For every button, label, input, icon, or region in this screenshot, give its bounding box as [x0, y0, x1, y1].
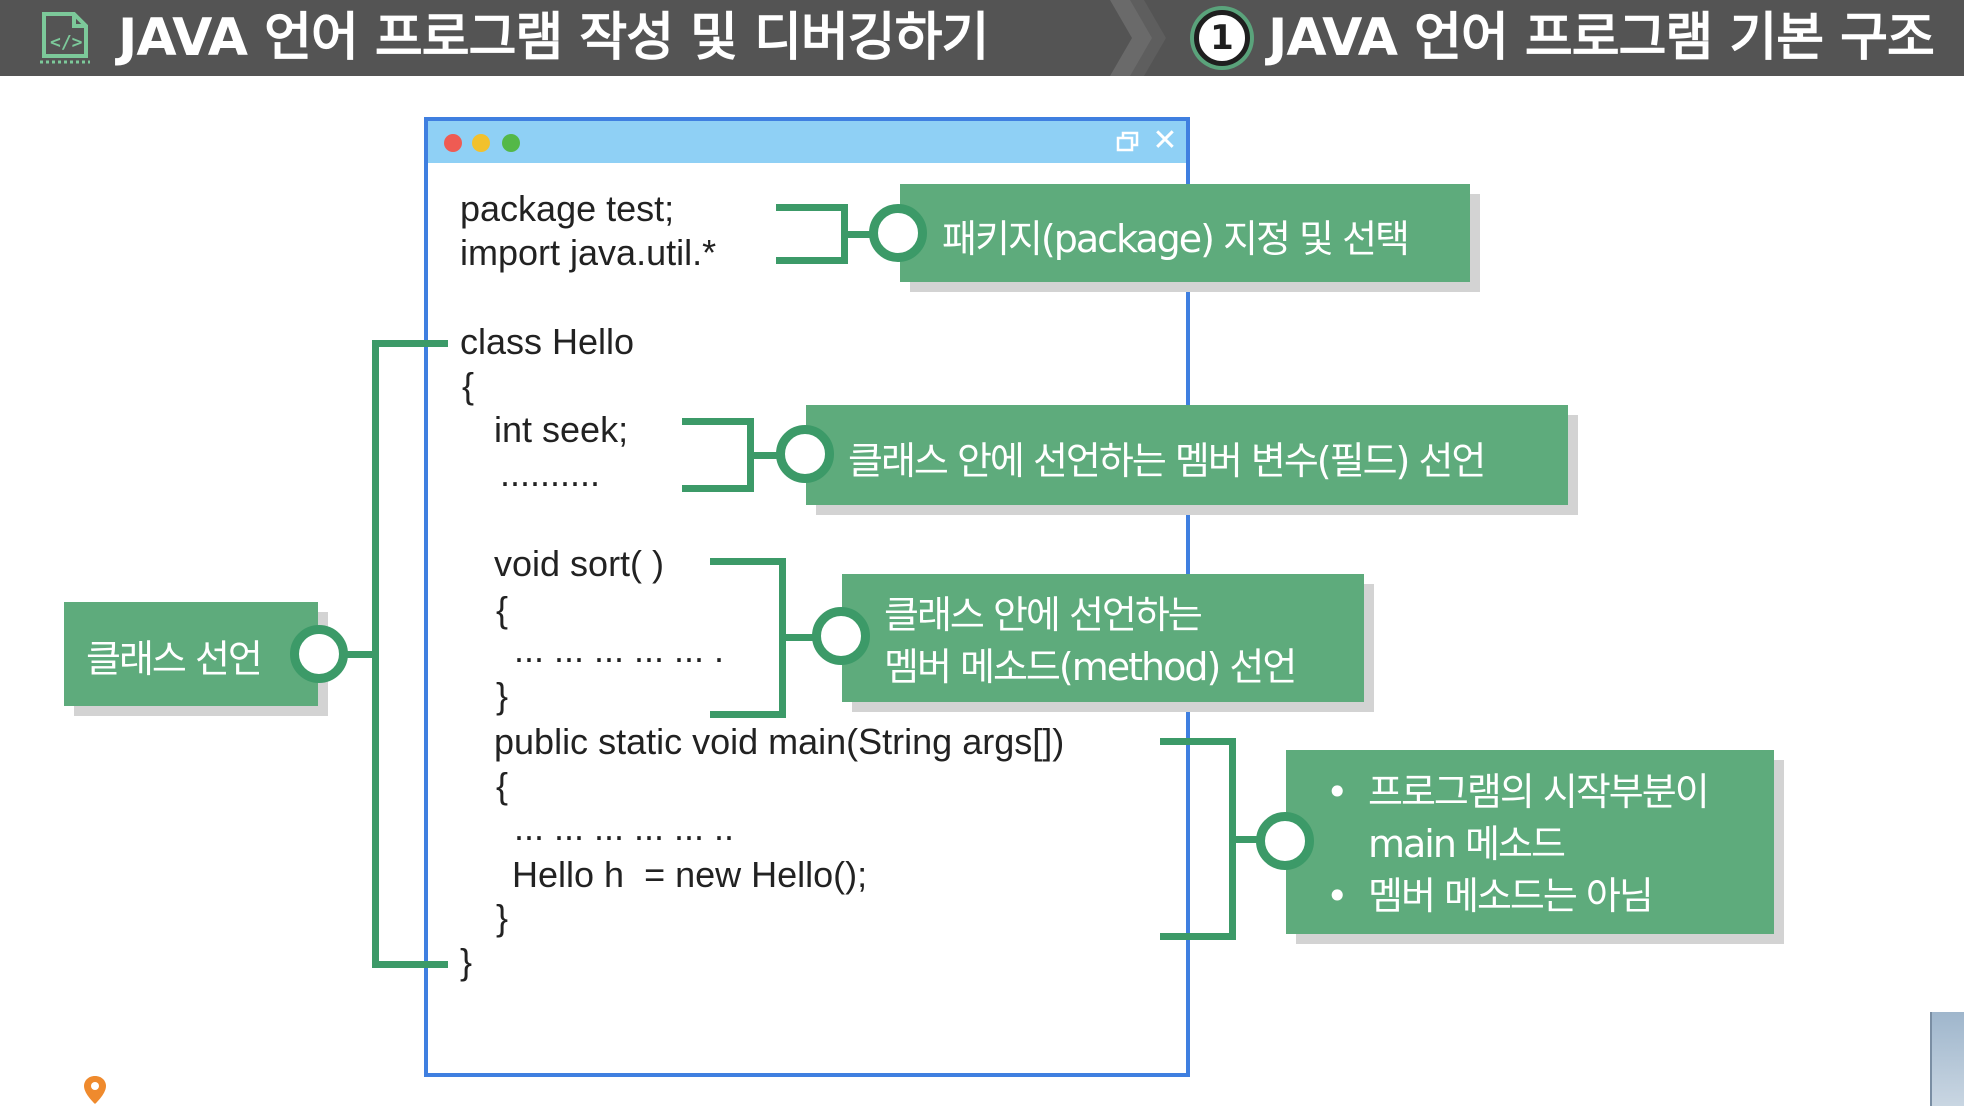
code-line-method-body: ... ... ... ... ... . [514, 629, 725, 670]
callout-package-knob [869, 204, 927, 262]
callout-main-list: 프로그램의 시작부분이 main 메소드 멤버 메소드는 아님 [1326, 766, 1710, 922]
code-file-icon: </> [40, 12, 90, 64]
code-line-class-decl: class Hello [460, 321, 635, 362]
package-bracket [776, 204, 848, 264]
close-dot-icon[interactable] [444, 134, 462, 152]
page-title: JAVA 언어 프로그램 작성 및 디버깅하기 [118, 8, 989, 68]
callout-field-text: 클래스 안에 선언하는 멤버 변수(필드) 선언 [848, 439, 1486, 483]
header-bar: </> JAVA 언어 프로그램 작성 및 디버깅하기 1 JAVA 언어 프로… [0, 0, 1964, 76]
code-line-field: int seek; [494, 409, 629, 450]
field-bracket [682, 418, 754, 492]
restore-icon[interactable] [1116, 131, 1140, 153]
code-line-package: package test; [460, 188, 675, 229]
code-line-field-dots: .......... [500, 453, 601, 494]
chevron-right-icon [1110, 0, 1166, 76]
code-line-class-open: { [462, 365, 475, 406]
callout-class: 클래스 선언 [64, 602, 318, 706]
callout-main-bullet: 멤버 메소드는 아님 [1326, 870, 1708, 922]
method-bracket [710, 558, 786, 718]
code-line-main-body: ... ... ... ... ... .. [514, 807, 735, 848]
maximize-dot-icon[interactable] [502, 134, 520, 152]
callout-main-knob [1256, 812, 1314, 870]
callout-method: 클래스 안에 선언하는 멤버 메소드(method) 선언 [842, 574, 1364, 702]
window-title-bar: ✕ [428, 121, 1186, 163]
code-line-method-open: { [496, 589, 509, 630]
code-line-main-close: } [496, 897, 509, 938]
code-line-import: import java.util.* [460, 232, 717, 273]
minimize-dot-icon[interactable] [472, 134, 490, 152]
code-line-main-decl: public static void main(String args[]) [494, 721, 1065, 762]
callout-package-text: 패키지(package) 지정 및 선택 [942, 217, 1410, 261]
class-bracket [372, 340, 448, 968]
code-line-method-decl: void sort( ) [494, 543, 665, 584]
callout-class-knob [290, 625, 348, 683]
close-icon[interactable]: ✕ [1152, 123, 1178, 158]
svg-text:</>: </> [50, 32, 83, 53]
method-connector [786, 634, 830, 641]
callout-main: 프로그램의 시작부분이 main 메소드 멤버 메소드는 아님 [1286, 750, 1774, 934]
page-subtitle: JAVA 언어 프로그램 기본 구조 [1268, 8, 1935, 68]
callout-method-line1: 클래스 안에 선언하는 [884, 593, 1203, 637]
code-line-main-open: { [496, 765, 509, 806]
code-line-main-stmt: Hello h = new Hello(); [512, 854, 868, 895]
step-badge: 1 [1194, 10, 1250, 66]
callout-method-line2: 멤버 메소드(method) 선언 [884, 645, 1297, 689]
thumbnail-image [1930, 1012, 1964, 1106]
callout-field: 클래스 안에 선언하는 멤버 변수(필드) 선언 [806, 405, 1568, 505]
callout-package: 패키지(package) 지정 및 선택 [900, 184, 1470, 282]
callout-method-knob [812, 607, 870, 665]
code-line-class-close: } [460, 941, 473, 982]
code-line-method-close: } [496, 675, 509, 716]
step-number: 1 [1210, 18, 1234, 58]
callout-field-knob [776, 425, 834, 483]
callout-class-text: 클래스 선언 [86, 637, 263, 681]
location-pin-icon [84, 1076, 106, 1104]
callout-main-bullet: 프로그램의 시작부분이 main 메소드 [1326, 766, 1710, 870]
main-bracket [1160, 738, 1236, 940]
